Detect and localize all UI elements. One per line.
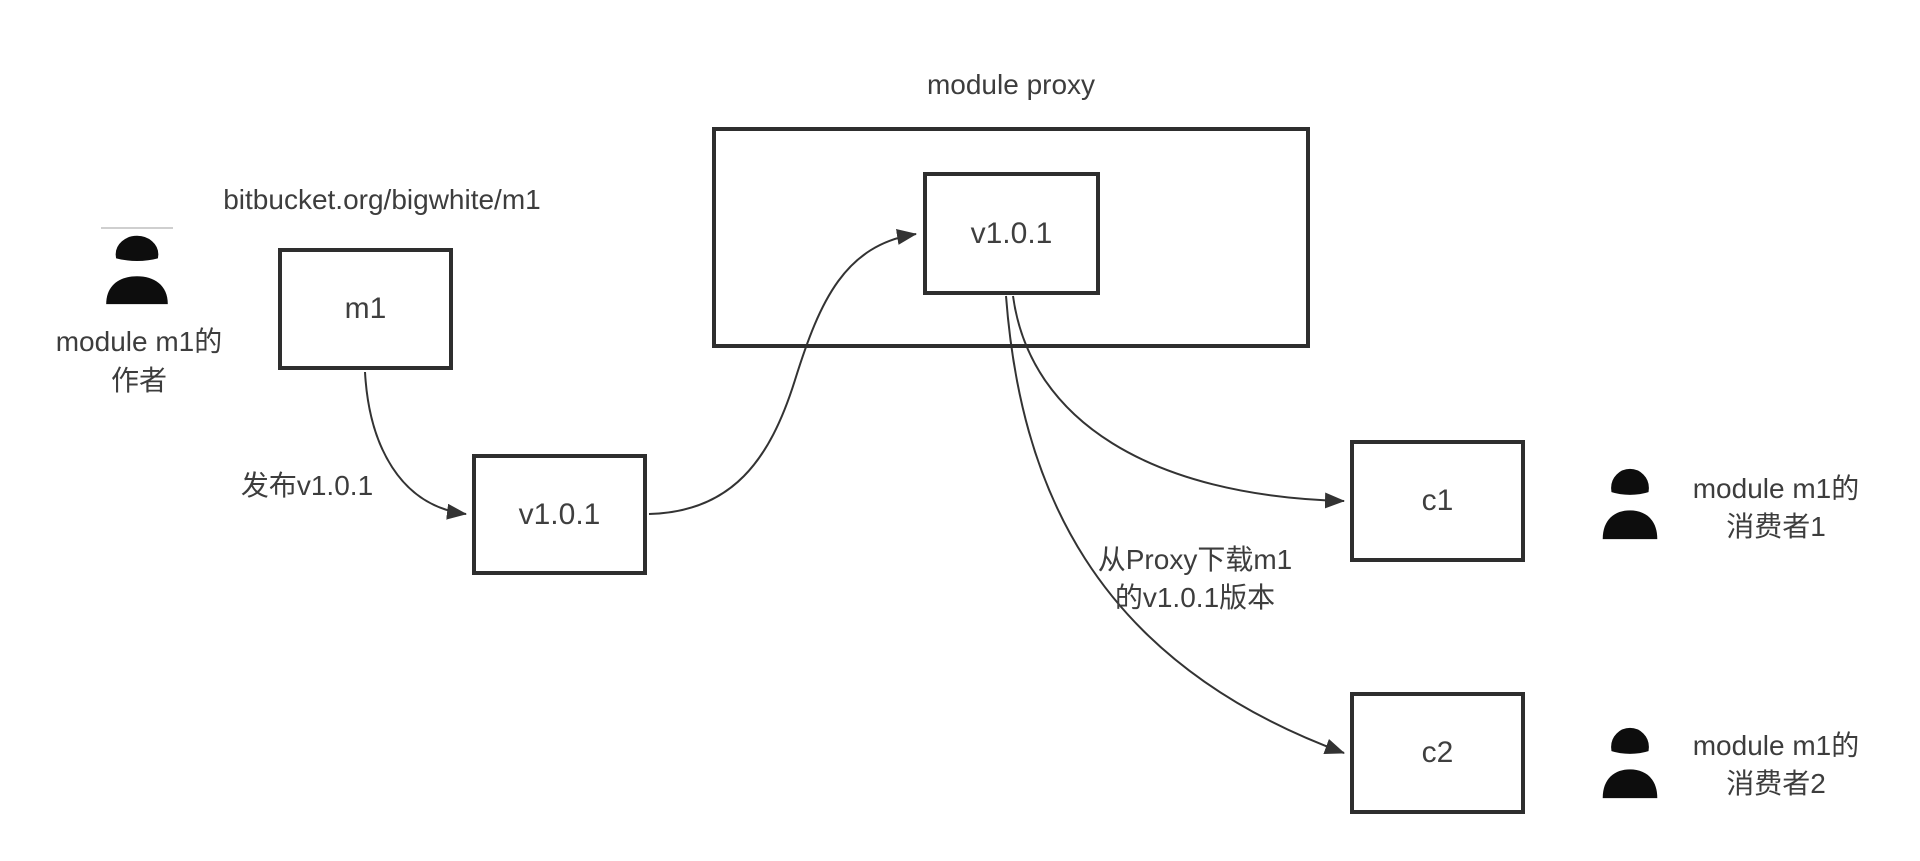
consumer2-avatar-icon xyxy=(1602,724,1658,799)
consumer2-label-line1: module m1的 xyxy=(1692,730,1860,761)
consumer1-label: module m1的 消费者1 xyxy=(1666,470,1886,546)
v101-proxy-box: v1.0.1 xyxy=(923,172,1100,295)
author-label-line2: 作者 xyxy=(110,365,167,396)
download-label-line1: 从Proxy下载m1 xyxy=(1097,544,1293,575)
v101-source-box-label: v1.0.1 xyxy=(518,497,601,531)
edge-publish-arrow xyxy=(364,371,467,520)
c2-box-label: c2 xyxy=(1421,736,1454,769)
consumer2-label: module m1的 消费者2 xyxy=(1666,727,1886,803)
edge-source-to-proxy-arrow xyxy=(648,229,917,515)
c2-box: c2 xyxy=(1350,692,1525,814)
repo-url-label: bitbucket.org/bigwhite/m1 xyxy=(223,184,541,215)
author-label-line1: module m1的 xyxy=(55,326,223,357)
consumer1-avatar-icon xyxy=(1602,465,1658,540)
consumer1-label-line1: module m1的 xyxy=(1692,473,1860,504)
publish-arrow-label: 发布v1.0.1 xyxy=(240,470,374,501)
edge-proxy-to-c1-arrow xyxy=(1012,295,1345,509)
author-avatar-icon xyxy=(106,232,168,305)
consumer1-label-line2: 消费者1 xyxy=(1726,511,1826,542)
m1-box-label: m1 xyxy=(344,292,387,325)
edge-proxy-to-c2-arrow xyxy=(1005,295,1345,754)
download-arrow-label: 从Proxy下载m1 的v1.0.1版本 xyxy=(1070,541,1320,617)
m1-box: m1 xyxy=(278,248,453,370)
download-label-line2: 的v1.0.1版本 xyxy=(1114,582,1276,613)
v101-source-box: v1.0.1 xyxy=(472,454,647,575)
c1-box: c1 xyxy=(1350,440,1525,562)
module-proxy-box xyxy=(712,127,1310,348)
v101-proxy-box-label: v1.0.1 xyxy=(970,216,1053,250)
consumer2-label-line2: 消费者2 xyxy=(1726,768,1826,799)
module-proxy-title: module proxy xyxy=(926,69,1096,100)
c1-box-label: c1 xyxy=(1421,484,1454,517)
author-label: module m1的 作者 xyxy=(29,322,249,400)
author-avatar-topline xyxy=(101,227,173,229)
